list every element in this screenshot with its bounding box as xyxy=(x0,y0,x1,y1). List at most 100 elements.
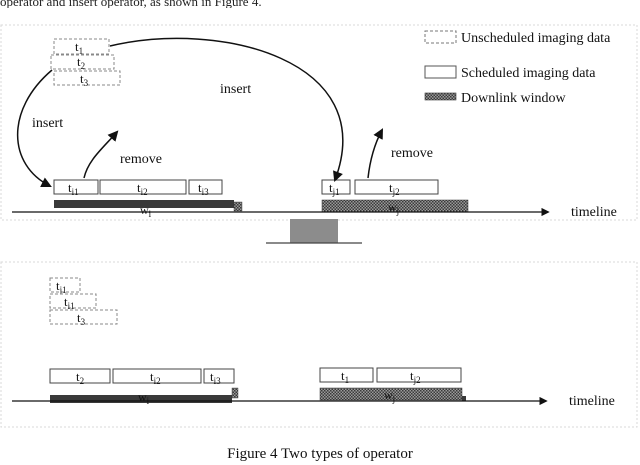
unscheduled-block-tj1 xyxy=(49,277,81,293)
top-panel: Unscheduled imaging data Scheduled imagi… xyxy=(0,24,638,221)
label-base: t xyxy=(75,39,79,54)
label-subscript: i1 xyxy=(72,187,79,197)
label-base: w xyxy=(140,203,149,217)
label-subscript: 2 xyxy=(80,376,85,386)
scheduled-block-tj2-bottom xyxy=(376,367,462,383)
label-base: t xyxy=(150,369,154,384)
label-subscript: j1 xyxy=(332,187,340,197)
label-base: t xyxy=(210,369,214,384)
label-base: w xyxy=(138,390,147,404)
downlink-window-wi-label: wi xyxy=(140,203,152,219)
bottom-panel: tj1 ti1 t3 t2 ti2 ti3 wi t1 tj2 wj xyxy=(0,261,638,428)
unscheduled-block-t2 xyxy=(50,54,115,70)
scheduled-block-ti2-label: ti2 xyxy=(137,180,148,197)
label-base: t xyxy=(77,54,81,69)
scheduled-block-t1-bottom xyxy=(319,367,374,383)
panel-connector xyxy=(290,219,338,243)
scheduled-block-t2-bottom-label: t2 xyxy=(76,369,84,386)
label-subscript: i xyxy=(149,209,152,219)
label-base: t xyxy=(77,310,81,325)
top-window-j: tj1 tj2 wj xyxy=(321,179,469,216)
operator-diagram: Unscheduled imaging data Scheduled imagi… xyxy=(0,24,638,428)
figure-caption: Figure 4 Two types of operator xyxy=(227,446,413,462)
bottom-window-j: t1 tj2 wj xyxy=(319,367,466,404)
label-subscript: 3 xyxy=(81,317,86,327)
legend: Unscheduled imaging data Scheduled imagi… xyxy=(424,30,611,106)
downlink-window-wj-bottom-tail xyxy=(462,396,466,401)
label-base: t xyxy=(76,369,80,384)
scheduled-block-tj2 xyxy=(354,179,439,195)
label-subscript: j2 xyxy=(392,187,400,197)
legend-scheduled-label: Scheduled imaging data xyxy=(461,66,596,81)
unscheduled-block-ti1-label: ti1 xyxy=(64,294,75,311)
label-base: w xyxy=(384,388,393,402)
insert-label-left: insert xyxy=(32,116,63,131)
scheduled-block-t2-bottom xyxy=(49,368,111,384)
label-subscript: 1 xyxy=(79,46,84,56)
downlink-window-wi-bottom xyxy=(50,395,232,403)
label-base: t xyxy=(64,294,68,309)
unscheduled-block-t3 xyxy=(53,70,121,86)
downlink-window-wi-bottom-tail xyxy=(231,387,239,399)
label-base: w xyxy=(388,200,397,214)
label-subscript: j xyxy=(392,394,396,404)
label-subscript: i1 xyxy=(68,301,75,311)
downlink-window-wj-bottom-label: wj xyxy=(384,388,395,404)
label-base: t xyxy=(137,180,141,195)
header-text-fragment: operator and insert operator, as shown i… xyxy=(0,0,262,8)
top-window-i: ti1 ti2 ti3 wi xyxy=(53,179,243,219)
label-subscript: 2 xyxy=(81,61,86,71)
label-subscript: j xyxy=(396,206,400,216)
legend-unscheduled-label: Unscheduled imaging data xyxy=(461,31,611,46)
label-subscript: 1 xyxy=(345,375,350,385)
scheduled-block-ti3-bottom xyxy=(203,368,235,384)
scheduled-block-t1-bottom-label: t1 xyxy=(341,368,349,385)
scheduled-block-ti1-label: ti1 xyxy=(68,180,79,197)
label-base: t xyxy=(329,180,333,195)
label-base: t xyxy=(341,368,345,383)
label-subscript: i3 xyxy=(214,376,222,386)
legend-downlink-swatch xyxy=(424,92,457,101)
label-base: t xyxy=(198,180,202,195)
label-base: t xyxy=(389,180,393,195)
remove-label-left: remove xyxy=(120,152,162,167)
label-base: t xyxy=(80,71,84,86)
label-subscript: 3 xyxy=(84,78,89,88)
scheduled-block-ti3-bottom-label: ti3 xyxy=(210,369,221,386)
bottom-window-i: t2 ti2 ti3 wi xyxy=(49,368,239,406)
insert-arrow-left xyxy=(17,69,53,187)
label-subscript: i3 xyxy=(202,187,210,197)
unscheduled-block-ti1 xyxy=(49,293,97,309)
label-subscript: j1 xyxy=(59,285,67,295)
legend-unscheduled-swatch xyxy=(424,30,457,44)
bottom-timeline-label: timeline xyxy=(569,394,615,409)
top-timeline-label: timeline xyxy=(571,205,617,220)
downlink-window-wj-label: wj xyxy=(388,200,399,216)
unscheduled-block-t1 xyxy=(53,38,110,55)
scheduled-block-ti2 xyxy=(99,179,187,195)
remove-arrow-left xyxy=(83,130,119,179)
top-unscheduled-stack: t1 t2 t3 xyxy=(50,38,121,88)
scheduled-block-tj2-label: tj2 xyxy=(389,180,400,197)
scheduled-block-tj1-label: tj1 xyxy=(329,180,340,197)
bottom-unscheduled-stack: tj1 ti1 t3 xyxy=(49,277,118,327)
unscheduled-block-tj1-label: tj1 xyxy=(56,278,67,295)
legend-downlink-label: Downlink window xyxy=(461,91,567,106)
remove-arrow-right xyxy=(367,128,383,179)
scheduled-block-ti2-bottom-label: ti2 xyxy=(150,369,161,386)
label-base: t xyxy=(410,368,414,383)
label-subscript: j2 xyxy=(413,375,421,385)
scheduled-block-ti3 xyxy=(188,179,223,195)
scheduled-block-ti2-bottom xyxy=(112,368,202,384)
remove-label-right: remove xyxy=(391,146,433,161)
scheduled-block-ti1 xyxy=(53,179,99,195)
label-subscript: i2 xyxy=(141,187,148,197)
label-base: t xyxy=(56,278,60,293)
scheduled-block-tj2-bottom-label: tj2 xyxy=(410,368,421,385)
insert-label-right: insert xyxy=(220,82,251,97)
downlink-window-wi-tail xyxy=(233,201,243,212)
unscheduled-block-t2-label: t2 xyxy=(77,54,85,71)
unscheduled-block-t3-label: t3 xyxy=(80,71,89,88)
bottom-panel-frame xyxy=(0,261,638,428)
scheduled-block-ti3-label: ti3 xyxy=(198,180,209,197)
